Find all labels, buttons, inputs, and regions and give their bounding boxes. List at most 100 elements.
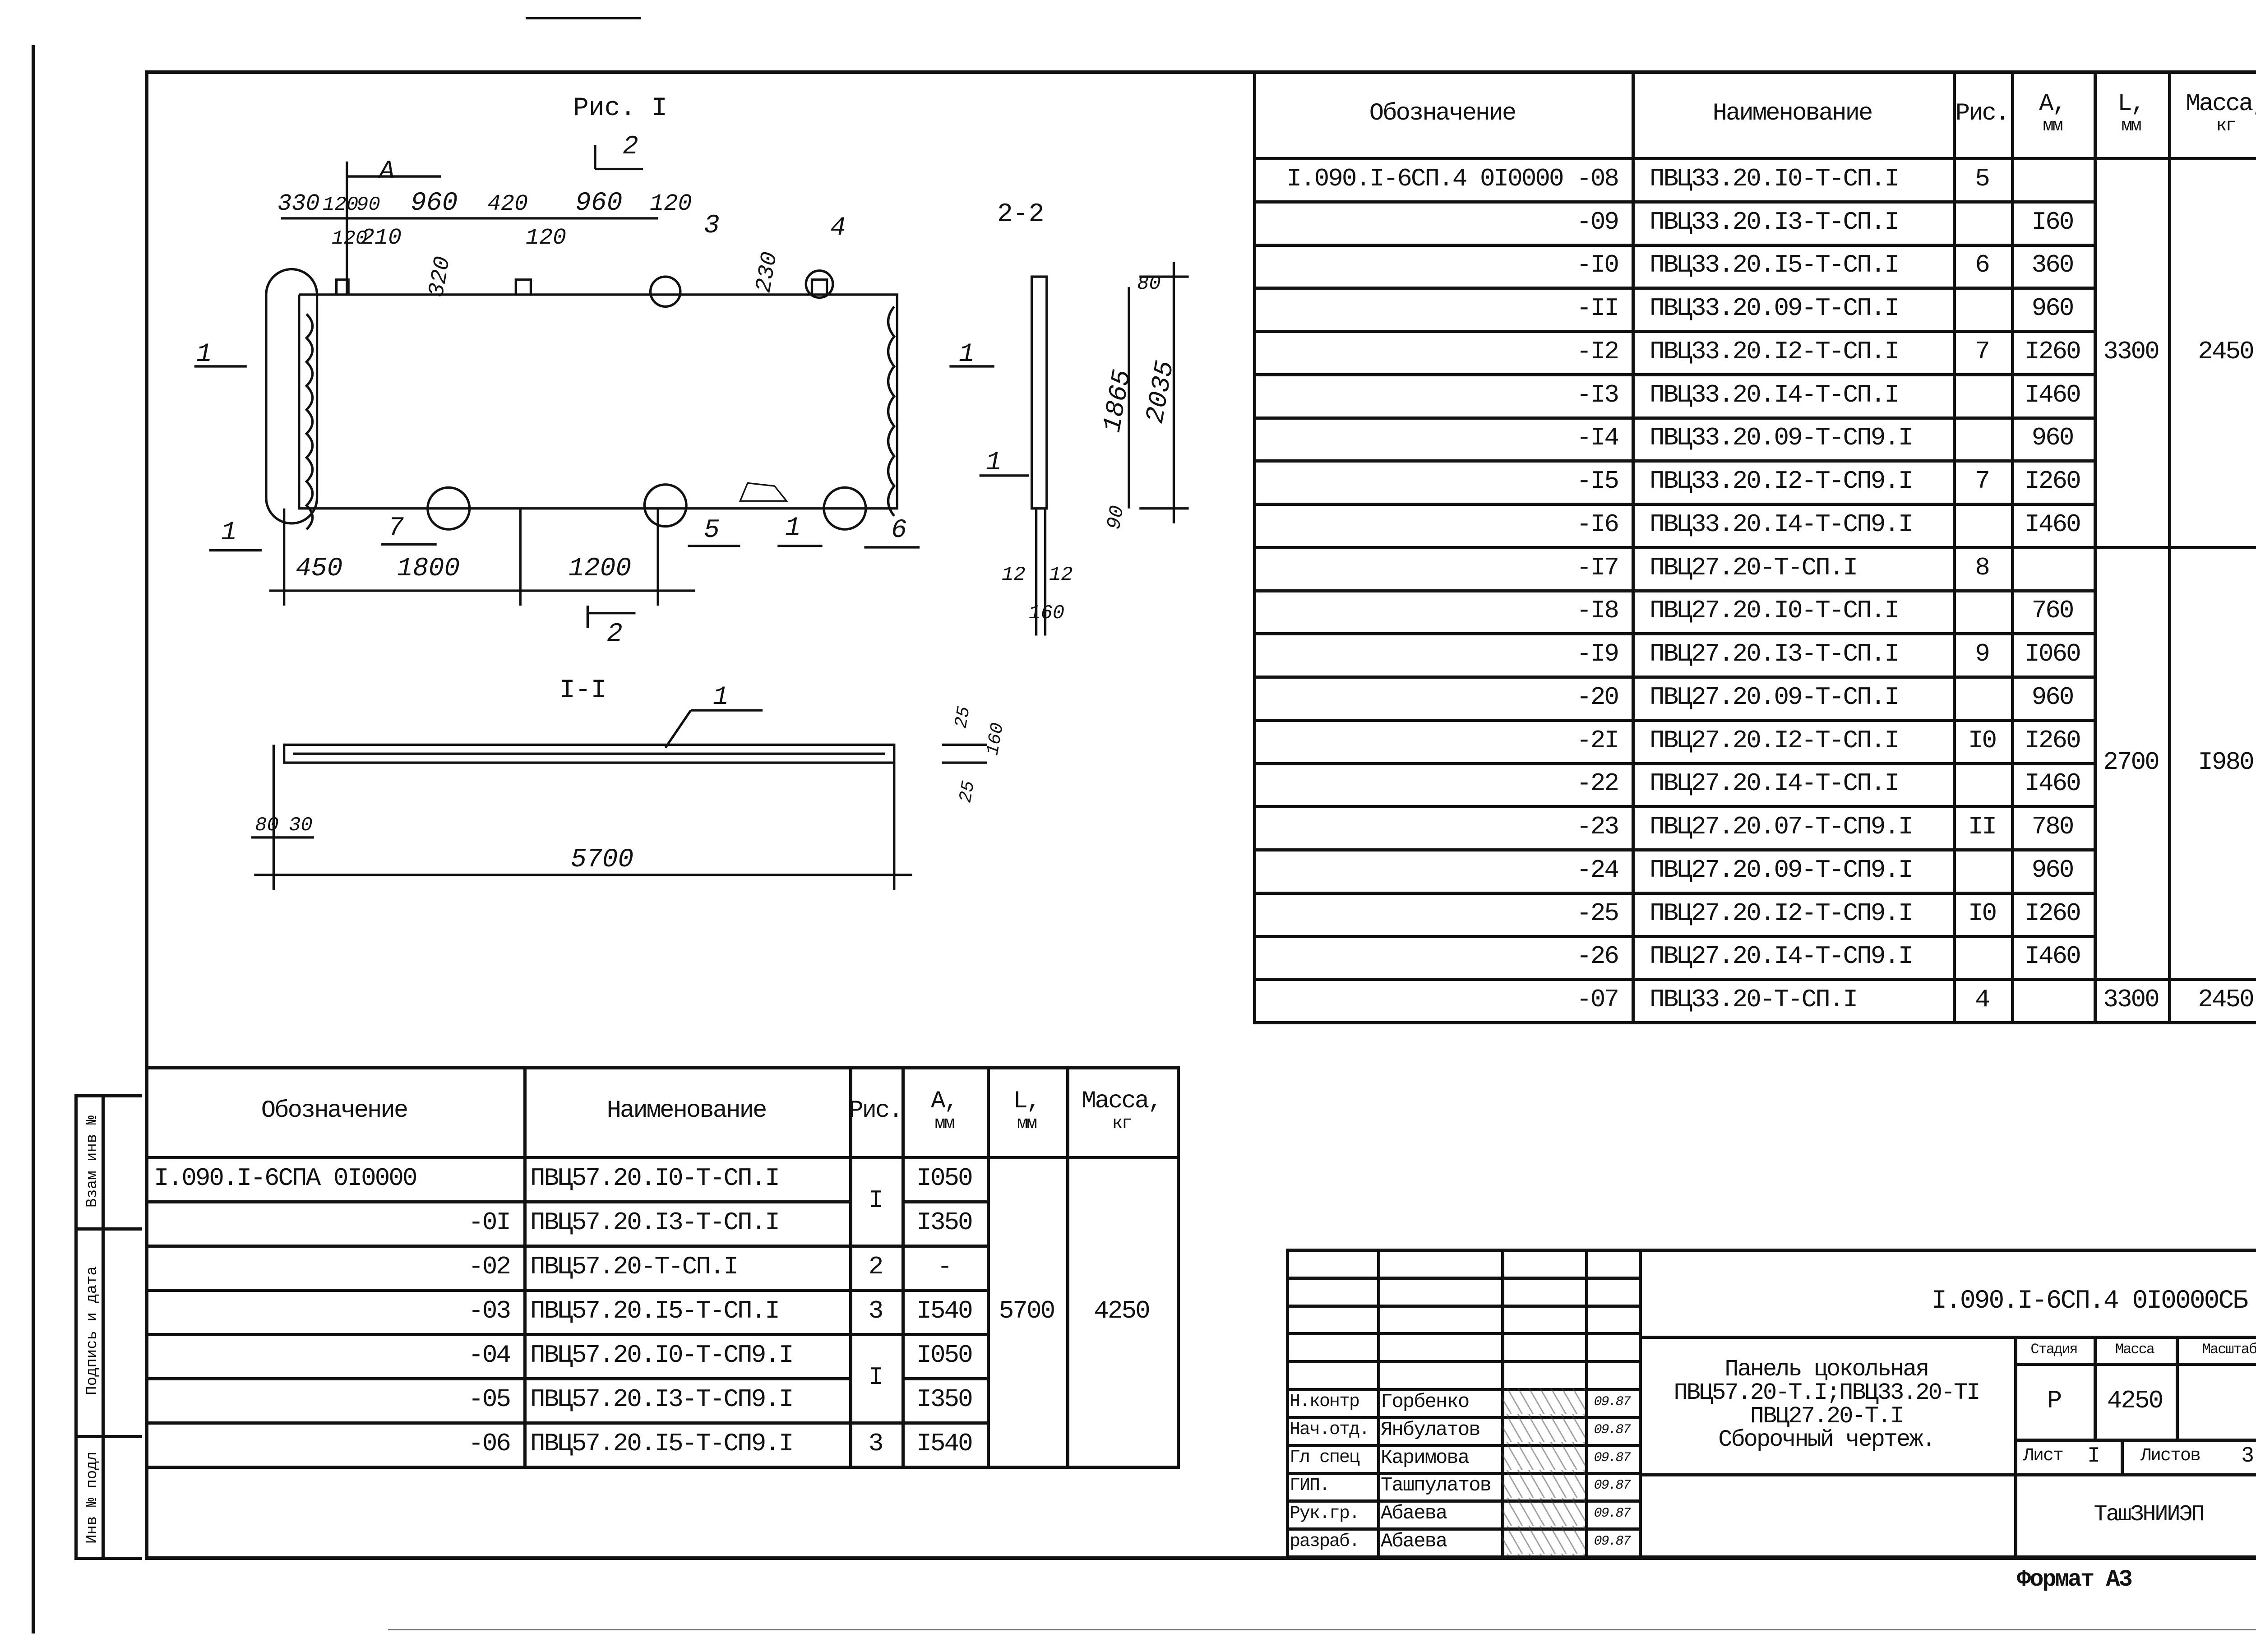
header-a: А,мм	[901, 1066, 987, 1156]
side-divider	[74, 1435, 142, 1438]
grid-line	[1253, 200, 2094, 204]
table-cell-name: ПВЦ57.20.I5-Т-СП9.I	[530, 1429, 794, 1458]
table-cell-fig	[1953, 287, 2011, 330]
dim-label: 5700	[571, 845, 633, 875]
table-cell-name: ПВЦ33.20.I4-Т-СП.I	[1650, 380, 1900, 409]
dim-label: 330	[277, 190, 320, 217]
table-cell-a: 960	[2031, 423, 2075, 453]
grid-line	[1286, 1360, 1639, 1364]
dim-label: 1800	[397, 554, 460, 583]
table-cell-designation: -02	[468, 1252, 511, 1281]
signer-role: ГИП.	[1290, 1475, 1330, 1496]
signature	[1501, 1416, 1585, 1444]
grid-line	[1066, 1066, 1069, 1466]
header-designation: Обозначение	[1253, 70, 1632, 157]
dim-label: 30	[289, 814, 313, 837]
table-cell-designation: -05	[468, 1385, 511, 1414]
dim-label: 120	[526, 225, 566, 251]
header-name: Наименование	[523, 1066, 849, 1156]
grid-line	[145, 1377, 849, 1380]
table-cell-fig: I	[868, 1186, 884, 1215]
mass-value: 4250	[2107, 1386, 2164, 1415]
table-cell-l: 3300	[2103, 337, 2159, 366]
table-cell-a: 960	[2031, 855, 2075, 884]
figure-title: Рис. I	[573, 94, 667, 123]
table-cell-a: I260	[2025, 337, 2081, 366]
title-line: Панель цокольная	[1724, 1356, 1929, 1383]
side-divider	[102, 1094, 105, 1560]
table-cell-a: 960	[2031, 294, 2075, 323]
table-cell-name: ПВЦ57.20.I0-Т-СП.I	[530, 1164, 780, 1193]
grid-line	[2014, 1439, 2256, 1442]
table-cell-designation: -07	[1576, 985, 1619, 1014]
dim-label: 960	[575, 189, 622, 218]
table-cell-l: 3300	[2103, 985, 2159, 1014]
grid-line	[1585, 1249, 1588, 1555]
dim-label: 420	[487, 191, 528, 217]
signature	[1501, 1444, 1585, 1472]
header-l: L,мм	[987, 1066, 1066, 1156]
header-a-unit: мм	[2043, 116, 2063, 137]
grid-line	[1253, 330, 2094, 333]
dim-label: 120	[332, 227, 367, 250]
section-marker-left: 1	[196, 340, 212, 369]
table-cell-name: ПВЦ27.20.09-Т-СП9.I	[1650, 855, 1914, 884]
signer-date: 09.87	[1594, 1478, 1631, 1494]
signature	[1501, 1527, 1585, 1555]
grid-line	[901, 1333, 987, 1336]
organization: ТашЗНИИЭП	[2094, 1501, 2205, 1527]
callout-7: 7	[388, 514, 404, 543]
dim-label: 12	[1049, 564, 1073, 586]
table-cell-a: I350	[916, 1385, 973, 1414]
table-cell-fig: 3	[868, 1429, 884, 1458]
grid-line	[1286, 1499, 1639, 1503]
grid-line	[1253, 676, 2094, 679]
signer-role: Гл спец	[1290, 1448, 1360, 1468]
table-cell-a: 760	[2031, 596, 2075, 625]
table-cell-designation: -23	[1576, 812, 1619, 842]
table-cell-a: I60	[2031, 207, 2075, 236]
grid-line	[2176, 1336, 2179, 1439]
table-cell-designation: -04	[468, 1341, 511, 1370]
stage-value: Р	[2047, 1386, 2062, 1415]
grid-line	[523, 1066, 527, 1466]
grid-line	[849, 1333, 901, 1336]
table-cell-designation: I.090.I-6СП.4 0I0000 -08	[1286, 164, 1619, 193]
document-code: I.090.I-6СП.4 0I0000СБ	[1931, 1286, 2248, 1316]
callout-5: 5	[704, 516, 720, 545]
dim-label: 80	[255, 814, 279, 837]
signature	[1501, 1499, 1585, 1528]
table-cell-designation: -09	[1576, 207, 1619, 236]
callout-1: 1	[221, 518, 237, 547]
table-cell-a: I540	[916, 1296, 973, 1325]
table-cell-fig: 6	[1975, 250, 1990, 280]
signer-date: 09.87	[1594, 1534, 1631, 1550]
table-cell-name: ПВЦ57.20.I0-Т-СП9.I	[530, 1341, 794, 1370]
dim-label: 12	[1002, 564, 1026, 586]
grid-line	[145, 1421, 849, 1425]
figure-1-panel	[194, 145, 1189, 890]
grid-line	[1253, 1021, 2256, 1024]
grid-line	[1253, 546, 2094, 549]
table-cell-mass: 2450	[2198, 337, 2254, 366]
table-cell-a	[2011, 978, 2094, 1021]
signer-name: Абаева	[1381, 1530, 1447, 1553]
grid-line	[1286, 1472, 1639, 1475]
side-label-strip	[74, 1094, 142, 1560]
grid-line	[1253, 848, 2094, 851]
table-cell-a: I260	[2025, 726, 2081, 755]
table-cell-designation: -I3	[1576, 380, 1619, 409]
header-a-label: А,	[2039, 90, 2067, 118]
table-cell-mass: 4250	[1094, 1296, 1150, 1325]
grid-line	[901, 1421, 987, 1425]
grid-line	[1286, 1249, 2256, 1252]
callout-6: 6	[891, 516, 907, 545]
grid-line	[1253, 416, 2094, 420]
table-cell-name: ПВЦ27.20.I4-Т-СП.I	[1650, 769, 1900, 798]
table-cell-name: ПВЦ33.20.I3-Т-СП.I	[1650, 207, 1900, 236]
grid-line	[1253, 589, 2094, 592]
sheet-label: Лист	[2023, 1446, 2064, 1466]
grid-line	[901, 1245, 987, 1248]
left-binding-line	[32, 45, 35, 1633]
dim-label: 960	[411, 189, 458, 218]
